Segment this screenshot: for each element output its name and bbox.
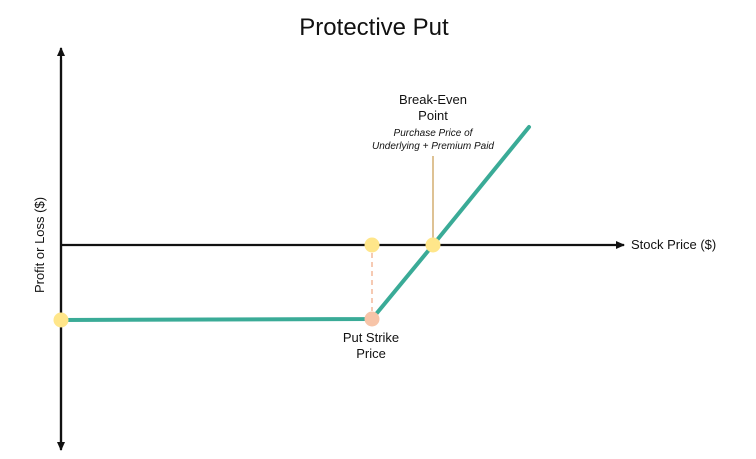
put-strike-label-line1: Put Strike [343,330,399,345]
x-axis-label: Stock Price ($) [631,237,716,252]
strike-zero-marker [364,237,380,253]
payoff-line [59,125,531,322]
break-even-label-line1: Break-Even [399,92,467,107]
put-strike-marker [364,311,380,327]
max-loss-marker [53,312,69,328]
put-strike-label-line2: Price [356,346,386,361]
break-even-note-line1: Purchase Price of [394,128,474,139]
break-even-label-line2: Point [418,108,448,123]
break-even-marker [425,237,441,253]
break-even-note-line2: Underlying + Premium Paid [372,141,494,152]
markers-group [53,237,441,328]
y-axis-label: Profit or Loss ($) [32,197,47,293]
chart-title: Protective Put [299,14,449,41]
